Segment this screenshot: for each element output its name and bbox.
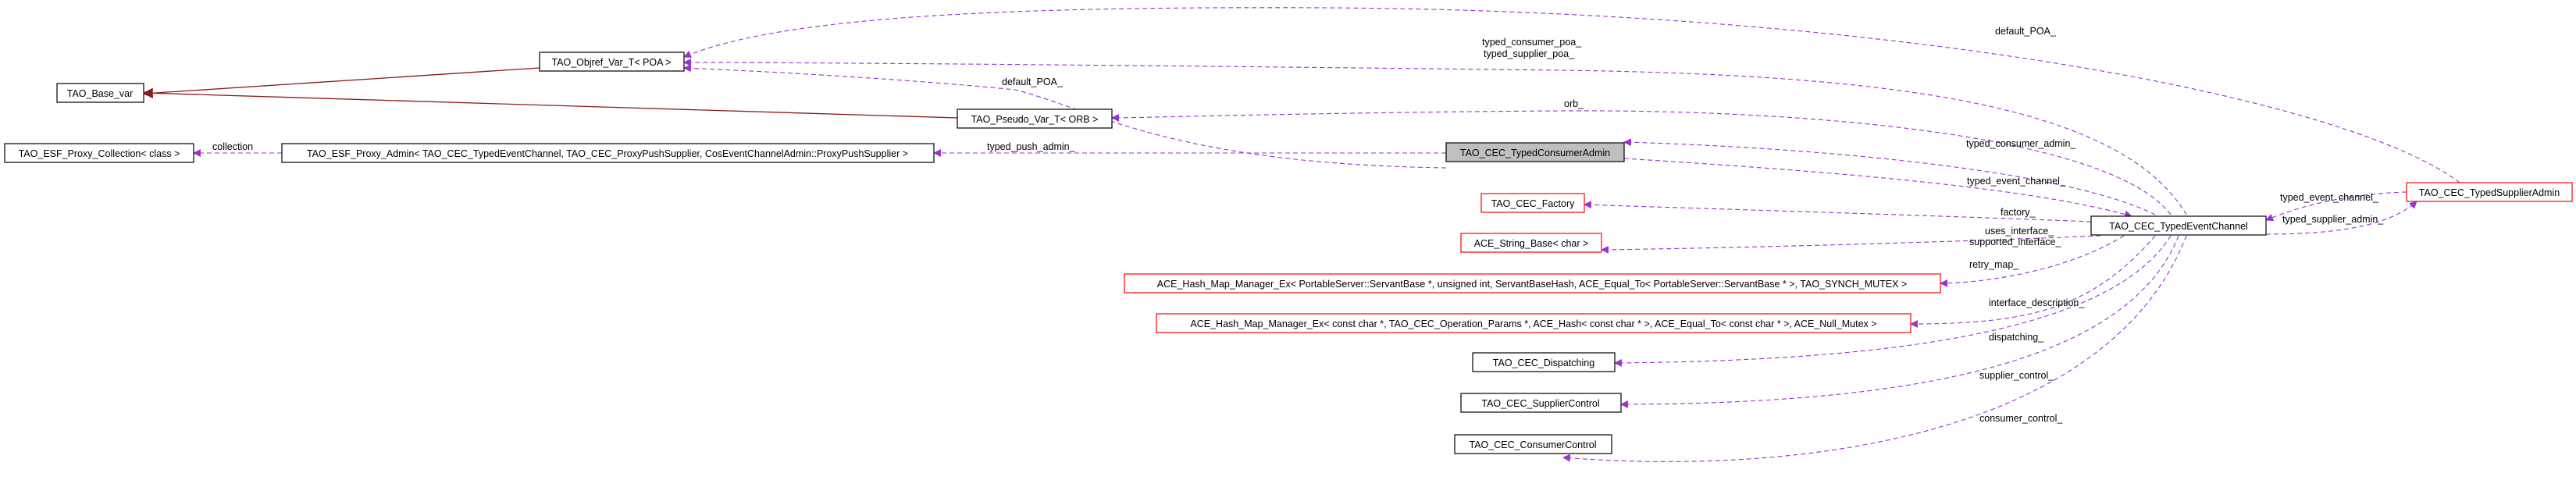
edge-default-poa-mid — [683, 64, 1447, 169]
class-node-supplier-admin[interactable]: TAO_CEC_TypedSupplierAdmin — [2406, 182, 2573, 202]
nodes: TAO_Objref_Var_T< POA > TAO_Base_var TAO… — [4, 52, 2573, 454]
class-node-objref-poa[interactable]: TAO_Objref_Var_T< POA > — [539, 52, 685, 72]
node-box — [1460, 233, 1602, 253]
node-label: TAO_CEC_Dispatching — [1493, 358, 1594, 368]
edge-typed-consumer-admin — [1623, 138, 2156, 215]
node-box — [2090, 215, 2267, 236]
edge-label: orb_ — [1564, 98, 1584, 109]
node-box — [1472, 352, 1616, 372]
node-label: TAO_CEC_TypedConsumerAdmin — [1460, 148, 1610, 158]
node-box — [1124, 273, 1941, 294]
node-label: TAO_ESF_Proxy_Collection< class > — [19, 148, 180, 159]
edge-label: factory_ — [2001, 207, 2036, 218]
node-box — [4, 143, 194, 163]
node-box — [539, 52, 685, 72]
node-label: TAO_CEC_TypedSupplierAdmin — [2419, 187, 2560, 198]
node-label: TAO_CEC_SupplierControl — [1481, 398, 1599, 409]
edge-label: default_POA_ — [1002, 76, 1064, 87]
edge-label: consumer_control_ — [1979, 413, 2063, 424]
class-node-string-base[interactable]: ACE_String_Base< char > — [1460, 233, 1602, 253]
edge-label: collection — [212, 141, 253, 152]
edge-default-poa-top — [683, 7, 2460, 183]
node-box — [2406, 182, 2573, 202]
edge-typed-poa — [683, 59, 2187, 215]
edge-label: supported_interface_ — [1969, 237, 2061, 247]
node-label: ACE_Hash_Map_Manager_Ex< PortableServer:… — [1157, 279, 1907, 290]
node-box — [281, 143, 935, 163]
node-label: TAO_CEC_Factory — [1491, 198, 1575, 209]
edge-consumer-control — [1562, 235, 2187, 462]
node-box — [1480, 193, 1585, 213]
class-node-dispatching[interactable]: TAO_CEC_Dispatching — [1472, 352, 1616, 372]
edge-labels: default_POA_ typed_consumer_poa_ typed_s… — [212, 26, 2384, 424]
edge-dispatching — [1614, 235, 2172, 367]
node-box — [56, 83, 144, 103]
edge-label: typed_consumer_poa_ — [1482, 37, 1582, 48]
edge-label: typed_push_admin_ — [987, 141, 1076, 152]
edge-factory — [1584, 201, 2092, 222]
edge-inherit-pseudo-base — [142, 87, 958, 119]
edges — [142, 7, 2460, 462]
node-label: TAO_ESF_Proxy_Admin< TAO_CEC_TypedEventC… — [307, 148, 908, 159]
node-box — [1156, 313, 1912, 333]
node-box — [1445, 142, 1625, 162]
edge-typed-event-channel-2 — [2265, 191, 2407, 222]
edge-string-base — [1601, 235, 2101, 254]
class-node-pseudo-orb[interactable]: TAO_Pseudo_Var_T< ORB > — [957, 109, 1113, 129]
node-label: TAO_Pseudo_Var_T< ORB > — [971, 114, 1099, 125]
edge-supplier-control — [1620, 235, 2179, 408]
class-node-hash-operation[interactable]: ACE_Hash_Map_Manager_Ex< const char *, T… — [1156, 313, 1912, 333]
class-node-esf-admin[interactable]: TAO_ESF_Proxy_Admin< TAO_CEC_TypedEventC… — [281, 143, 935, 163]
edge-typed-event-channel-1 — [1623, 158, 2132, 219]
node-label: ACE_String_Base< char > — [1474, 238, 1589, 249]
class-node-supplier-control[interactable]: TAO_CEC_SupplierControl — [1460, 393, 1622, 413]
edge-typed-supplier-admin — [2265, 201, 2417, 235]
class-node-base-var[interactable]: TAO_Base_var — [56, 83, 144, 103]
node-box — [1460, 393, 1622, 413]
node-label: TAO_Objref_Var_T< POA > — [551, 57, 671, 68]
edge-label: typed_supplier_poa_ — [1484, 48, 1575, 59]
edge-label: default_POA_ — [1995, 26, 2057, 37]
edge-label: uses_interface_ — [1985, 226, 2054, 237]
node-label: TAO_CEC_ConsumerControl — [1469, 439, 1596, 450]
class-node-factory[interactable]: TAO_CEC_Factory — [1480, 193, 1585, 213]
edge-label: typed_supplier_admin_ — [2282, 214, 2384, 225]
edge-label: typed_event_channel_ — [2280, 192, 2379, 203]
edge-orb — [1111, 110, 2172, 215]
edge-label: retry_map_ — [1969, 259, 2019, 270]
class-node-esf-collection[interactable]: TAO_ESF_Proxy_Collection< class > — [4, 143, 194, 163]
edge-label: interface_description_ — [1989, 297, 2085, 308]
edge-inherit-objref-base — [142, 67, 540, 98]
edge-label: typed_consumer_admin_ — [1966, 138, 2076, 149]
edge-label: supplier_control_ — [1979, 370, 2054, 381]
node-box — [1454, 434, 1612, 454]
node-box — [957, 109, 1113, 129]
node-label: TAO_CEC_TypedEventChannel — [2109, 221, 2248, 232]
class-node-event-channel[interactable]: TAO_CEC_TypedEventChannel — [2090, 215, 2267, 236]
edge-label: dispatching_ — [1989, 332, 2044, 343]
edge-interface-description — [1910, 235, 2156, 328]
edge-label: typed_event_channel_ — [1967, 176, 2066, 187]
node-label: ACE_Hash_Map_Manager_Ex< const char *, T… — [1190, 318, 1876, 329]
class-node-consumer-admin[interactable]: TAO_CEC_TypedConsumerAdmin — [1445, 142, 1625, 162]
class-node-hash-servant[interactable]: ACE_Hash_Map_Manager_Ex< PortableServer:… — [1124, 273, 1941, 294]
edge-retry-map — [1940, 235, 2125, 287]
node-label: TAO_Base_var — [67, 88, 134, 99]
class-node-consumer-control[interactable]: TAO_CEC_ConsumerControl — [1454, 434, 1612, 454]
